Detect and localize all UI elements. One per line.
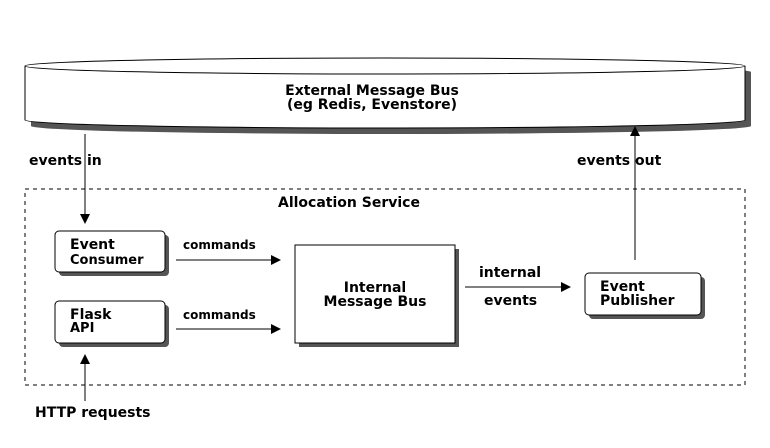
allocation-service-title: Allocation Service	[278, 195, 420, 211]
flask-api-shape	[54, 300, 169, 347]
events-label: events	[484, 293, 538, 309]
commands-bottom-label: commands	[183, 308, 256, 322]
event-consumer-line1: Event	[70, 237, 115, 253]
external-bus-shape	[24, 57, 751, 134]
commands-top-label: commands	[183, 238, 256, 252]
event-consumer-line2: Consumer	[70, 253, 144, 268]
event-publisher-line1: Event	[600, 279, 645, 295]
external-bus-subtitle: (eg Redis, Evenstore)	[286, 97, 457, 113]
flask-api-line2: API	[70, 321, 95, 336]
flask-api-line1: Flask	[70, 307, 112, 323]
internal-label: internal	[479, 265, 542, 281]
event-consumer-shape	[54, 230, 169, 276]
events-in-label: events in	[29, 153, 102, 169]
internal-bus-shape	[294, 244, 459, 347]
events-out-label: events out	[577, 153, 662, 169]
external-bus-title: External Message Bus	[285, 83, 459, 99]
http-requests-label: HTTP requests	[35, 405, 151, 421]
internal-bus-line2: Message Bus	[323, 294, 427, 310]
event-publisher-shape	[584, 272, 705, 319]
event-publisher-line2: Publisher	[600, 293, 675, 309]
internal-bus-line1: Internal	[343, 280, 407, 296]
allocation-service-boundary	[24, 188, 746, 386]
